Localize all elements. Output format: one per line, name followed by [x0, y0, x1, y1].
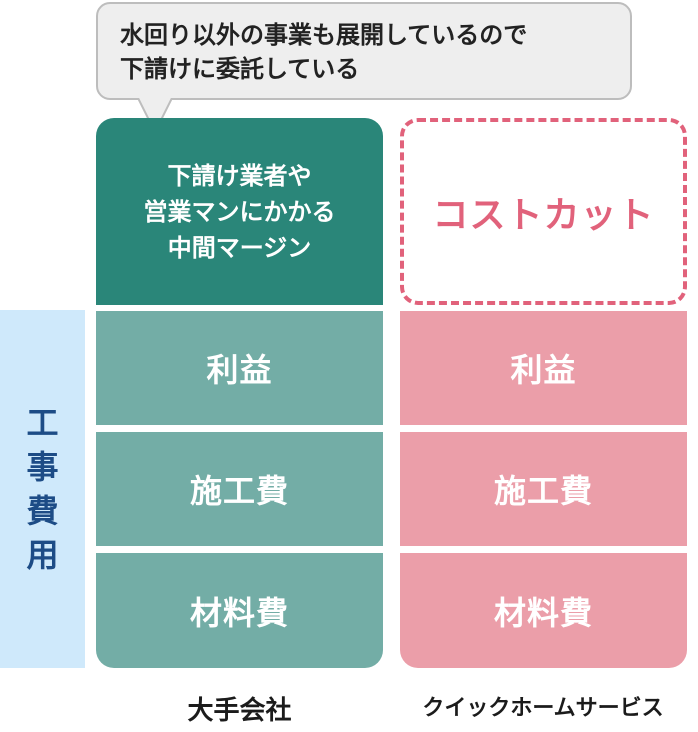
construction-fee-block-left: 施工費: [96, 432, 383, 546]
construction-cost-label: 工 事 費 用: [0, 310, 85, 668]
construction-fee-block-right: 施工費: [400, 432, 687, 546]
speech-bubble: 水回り以外の事業も展開しているので 下請けに委託している: [96, 2, 632, 100]
material-cost-block-left: 材料費: [96, 553, 383, 668]
cost-label-char-1: 工: [26, 404, 59, 442]
major-company-column: 下請け業者や 営業マンにかかる 中間マージン 利益 施工費 材料費 大手会社: [96, 0, 383, 732]
quick-home-service-label: クイックホームサービス: [422, 696, 664, 721]
bubble-line-1: 水回り以外の事業も展開しているので: [120, 21, 528, 49]
cost-label-char-3: 費: [26, 492, 59, 530]
quick-home-service-column: コストカット 利益 施工費 材料費 クイックホームサービス: [400, 0, 687, 732]
cost-label-char-2: 事: [26, 448, 59, 486]
intermediate-margin-block: 下請け業者や 営業マンにかかる 中間マージン: [96, 118, 383, 305]
cost-cut-block: コストカット: [400, 118, 687, 305]
profit-block-right: 利益: [400, 311, 687, 425]
major-company-label: 大手会社: [187, 696, 292, 726]
profit-block-left: 利益: [96, 311, 383, 425]
cost-label-char-4: 用: [26, 536, 59, 574]
material-cost-block-right: 材料費: [400, 553, 687, 668]
bubble-line-2: 下請けに委託している: [120, 55, 360, 83]
